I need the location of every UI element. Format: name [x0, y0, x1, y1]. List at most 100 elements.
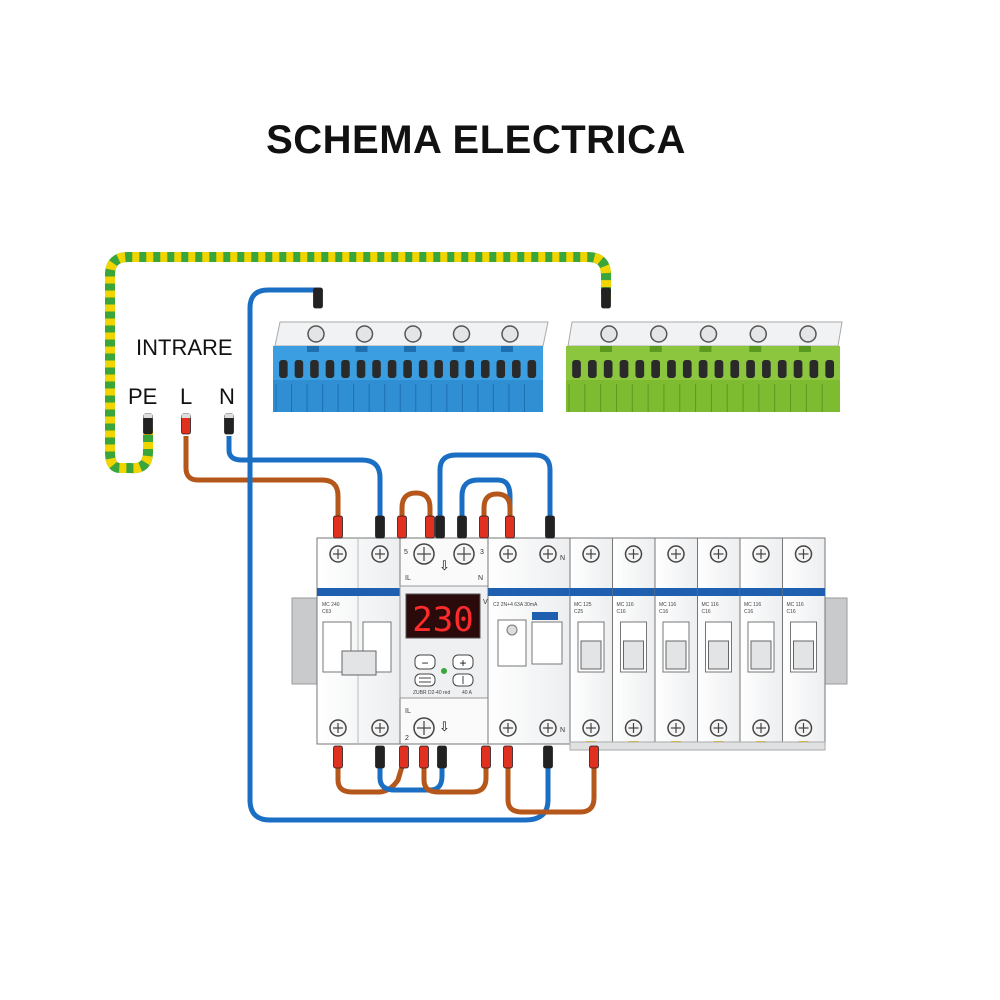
svg-text:N: N: [478, 575, 483, 582]
busbar-hole: [434, 360, 443, 378]
rcd-out-live: [505, 760, 597, 815]
svg-text:+: +: [459, 656, 466, 670]
svg-text:IL: IL: [405, 575, 411, 582]
busbar-screw[interactable]: [501, 325, 519, 343]
wire-ferrule: [313, 287, 323, 309]
mcb-toggle[interactable]: [580, 640, 602, 670]
wire-ferrule: [545, 515, 555, 539]
minus-button[interactable]: [414, 654, 436, 670]
mcb-model: MC 116: [744, 602, 761, 608]
mcb-model: MC 125: [574, 602, 592, 608]
busbar-hole: [714, 360, 724, 378]
busbar-hole: [635, 360, 645, 378]
plus-button[interactable]: [452, 654, 474, 670]
wire-ferrule: [543, 745, 553, 769]
mcb-toggle[interactable]: [623, 640, 644, 670]
voltage-relay[interactable]: 230 V − + ZUBR D2-40 red 40 A 5 3 IL N I…: [399, 537, 489, 745]
busbar-screw[interactable]: [799, 325, 817, 343]
mcb-model: MC 116: [702, 602, 719, 608]
wire-ferrule: [479, 515, 489, 539]
mcb-rating: C16: [744, 609, 753, 615]
busbar-hole: [387, 360, 397, 378]
mcb-toggle[interactable]: [708, 640, 729, 670]
wire-ferrule: [601, 287, 611, 309]
neutral-supply-wire: [226, 436, 383, 520]
page-title: SCHEMA ELECTRICA: [266, 118, 686, 162]
wire-ferrule: [333, 515, 343, 539]
live-supply-wire: [183, 436, 341, 520]
input-heading: INTRARE: [136, 335, 233, 360]
rcd-neutral-feed: [459, 477, 513, 520]
busbar-hole: [465, 360, 474, 378]
busbar-hole: [403, 360, 412, 378]
busbar-comb: [569, 741, 826, 751]
busbar-screw[interactable]: [355, 325, 374, 343]
busbar-hole: [825, 360, 835, 378]
busbar-hole: [793, 360, 803, 378]
svg-text:IL: IL: [405, 708, 411, 715]
busbar-screw[interactable]: [307, 325, 325, 343]
relay-live-link: [399, 490, 433, 520]
mcb-toggle[interactable]: [750, 640, 772, 670]
busbar-hole: [294, 360, 304, 378]
relay-out-live: [421, 760, 489, 795]
busbar-screw[interactable]: [452, 325, 471, 343]
busbar-screw[interactable]: [404, 325, 422, 343]
busbar-hole: [619, 360, 629, 378]
busbar-hole: [527, 360, 537, 378]
main-breaker-model: MC 240: [322, 602, 340, 608]
busbar-hole: [603, 360, 613, 378]
busbar-hole: [341, 360, 350, 378]
wire-ferrule: [333, 745, 343, 769]
wire-ferrule: [375, 515, 385, 539]
busbar-screw[interactable]: [749, 325, 767, 343]
busbar-screw[interactable]: [699, 325, 718, 343]
main-breaker[interactable]: MC 240 C63: [316, 537, 401, 745]
relay-model: ZUBR D2-40 red: [413, 690, 450, 696]
busbar-hole: [730, 360, 740, 378]
mcb-toggle[interactable]: [793, 640, 814, 670]
n-label: N: [219, 384, 235, 409]
mcb-toggle[interactable]: [665, 640, 687, 670]
rcd-breaker[interactable]: C2 2N+4 63A 30mA N N: [487, 537, 571, 745]
mcb-rating: C16: [659, 609, 668, 615]
wire-ferrule: [457, 515, 467, 539]
svg-text:2: 2: [405, 735, 409, 742]
busbar-hole: [480, 360, 490, 378]
wire-ferrule: [437, 745, 447, 769]
svg-text:−: −: [421, 656, 428, 670]
busbar-hole: [512, 360, 521, 378]
wire-ferrule: [397, 515, 407, 539]
earth-busbar: [566, 321, 843, 412]
busbar-screw[interactable]: [650, 325, 668, 343]
busbar-screw[interactable]: [600, 325, 618, 343]
menu-button[interactable]: [414, 673, 436, 687]
svg-text:5: 5: [404, 549, 408, 556]
wire-ferrule: [505, 515, 515, 539]
arrow-down-icon: ⇩: [439, 719, 450, 734]
svg-text:N: N: [560, 727, 565, 734]
relay-neutral-link: [437, 452, 553, 520]
busbar-hole: [682, 360, 692, 378]
mcb-model: MC 116: [659, 602, 676, 608]
wire-ferrule: [425, 515, 435, 539]
voltage-readout: 230: [412, 600, 473, 640]
relay-current: 40 A: [462, 690, 473, 696]
mcb-model: MC 116: [617, 602, 634, 608]
busbar-hole: [356, 360, 366, 378]
wire-ferrule: [503, 745, 513, 769]
test-button[interactable]: [532, 612, 558, 620]
mcb-rating: C25: [574, 609, 583, 615]
wire-ferrule: [399, 745, 409, 769]
busbar-hole: [777, 360, 787, 378]
main-breaker-out-live: [335, 759, 407, 795]
neutral-busbar: [273, 321, 549, 412]
busbar-hole: [449, 360, 459, 378]
